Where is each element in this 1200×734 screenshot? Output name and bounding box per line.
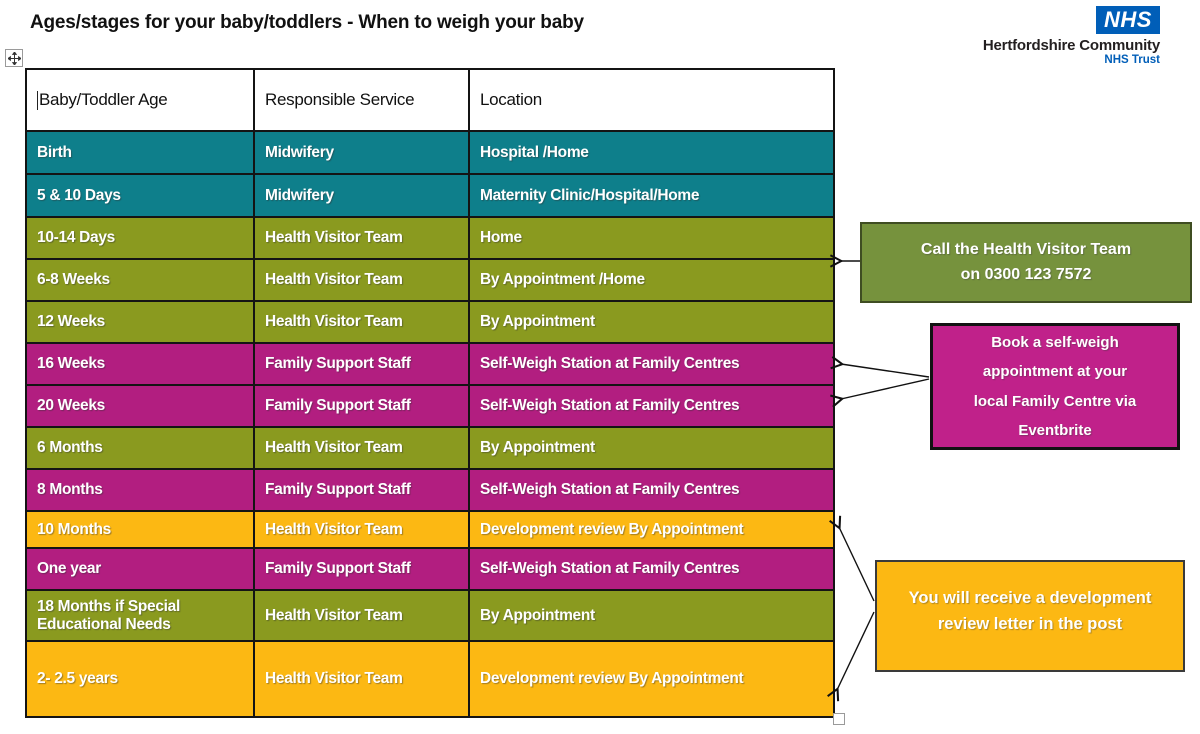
cell-location[interactable]: Development review By Appointment (468, 640, 835, 718)
cell-service[interactable]: Health Visitor Team (253, 300, 470, 344)
cell-location[interactable]: Self-Weigh Station at Family Centres (468, 468, 835, 512)
header-service[interactable]: Responsible Service (253, 68, 470, 132)
cell-age[interactable]: 20 Weeks (25, 384, 255, 428)
cell-age[interactable]: Birth (25, 130, 255, 175)
cell-age[interactable]: 5 & 10 Days (25, 173, 255, 218)
cell-location[interactable]: Home (468, 216, 835, 260)
cell-location[interactable]: Maternity Clinic/Hospital/Home (468, 173, 835, 218)
cell-age[interactable]: One year (25, 547, 255, 591)
cell-service[interactable]: Family Support Staff (253, 342, 470, 386)
ages-stages-table: Baby/Toddler Age Responsible Service Loc… (25, 68, 835, 718)
arrow-self-weigh-20w (841, 378, 930, 399)
nhs-logo-icon: NHS (1096, 6, 1160, 34)
cell-service[interactable]: Health Visitor Team (253, 216, 470, 260)
arrow-dev-review-2y (837, 611, 875, 690)
cell-age[interactable]: 8 Months (25, 468, 255, 512)
nhs-logo: NHS Hertfordshire Community NHS Trust (930, 6, 1160, 66)
cell-service[interactable]: Family Support Staff (253, 547, 470, 591)
cell-location[interactable]: Self-Weigh Station at Family Centres (468, 384, 835, 428)
cell-age[interactable]: 12 Weeks (25, 300, 255, 344)
cell-age[interactable]: 6 Months (25, 426, 255, 470)
header-age[interactable]: Baby/Toddler Age (25, 68, 255, 132)
cell-age[interactable]: 10 Months (25, 510, 255, 549)
four-way-arrow-icon (7, 51, 21, 65)
cell-location[interactable]: By Appointment (468, 589, 835, 642)
cell-age[interactable]: 2- 2.5 years (25, 640, 255, 718)
cell-location[interactable]: Development review By Appointment (468, 510, 835, 549)
table-resize-handle[interactable] (833, 713, 845, 725)
cell-age[interactable]: 16 Weeks (25, 342, 255, 386)
text-cursor (37, 91, 38, 110)
cell-location[interactable]: By Appointment (468, 426, 835, 470)
arrow-dev-review-10m (839, 527, 875, 602)
callout-self-weigh[interactable]: Book a self-weigh appointment at your lo… (930, 323, 1180, 450)
cell-service[interactable]: Health Visitor Team (253, 510, 470, 549)
cell-location[interactable]: Self-Weigh Station at Family Centres (468, 547, 835, 591)
cell-age[interactable]: 18 Months if Special Educational Needs (25, 589, 255, 642)
cell-age[interactable]: 10-14 Days (25, 216, 255, 260)
nhs-org-name: Hertfordshire Community (982, 37, 1160, 54)
page-title[interactable]: Ages/stages for your baby/toddlers - Whe… (30, 12, 584, 33)
callout-health-visitor[interactable]: Call the Health Visitor Team on 0300 123… (860, 222, 1192, 303)
cell-service[interactable]: Midwifery (253, 173, 470, 218)
table-header-row: Baby/Toddler Age Responsible Service Loc… (25, 68, 835, 132)
cell-location[interactable]: By Appointment (468, 300, 835, 344)
cell-service[interactable]: Family Support Staff (253, 384, 470, 428)
cell-service[interactable]: Health Visitor Team (253, 640, 470, 718)
cell-service[interactable]: Health Visitor Team (253, 426, 470, 470)
header-location[interactable]: Location (468, 68, 835, 132)
cell-location[interactable]: Self-Weigh Station at Family Centres (468, 342, 835, 386)
cell-location[interactable]: By Appointment /Home (468, 258, 835, 302)
cell-service[interactable]: Health Visitor Team (253, 589, 470, 642)
cell-location[interactable]: Hospital /Home (468, 130, 835, 175)
cell-age[interactable]: 6-8 Weeks (25, 258, 255, 302)
callout-development-review[interactable]: You will receive a development review le… (875, 560, 1185, 672)
arrow-self-weigh-16w (841, 364, 930, 378)
cell-service[interactable]: Midwifery (253, 130, 470, 175)
cell-service[interactable]: Family Support Staff (253, 468, 470, 512)
cell-service[interactable]: Health Visitor Team (253, 258, 470, 302)
table-move-handle-icon[interactable] (5, 49, 23, 67)
nhs-trust-label: NHS Trust (1104, 54, 1160, 66)
